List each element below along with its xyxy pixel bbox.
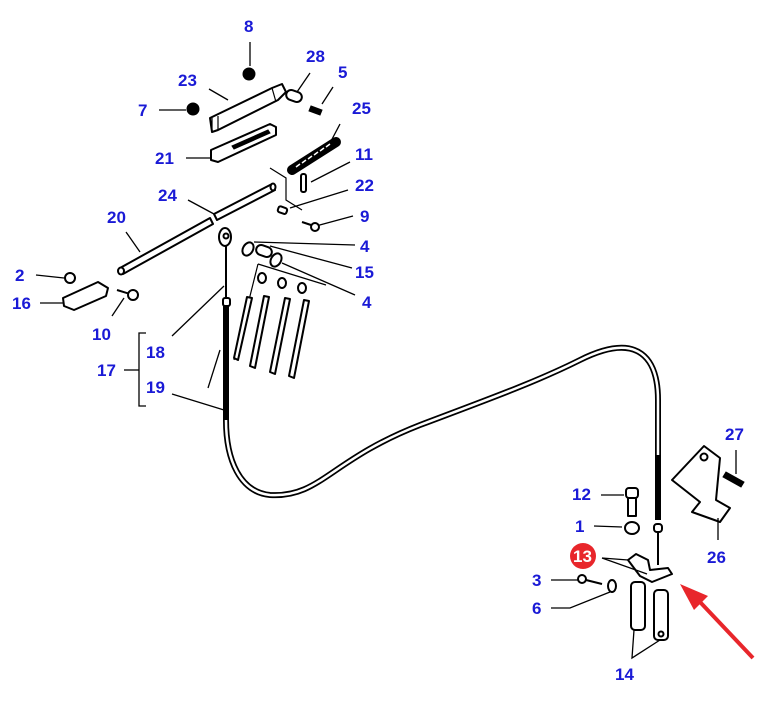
label-20: 20 [107, 208, 126, 227]
part-4-washer-b[interactable] [268, 251, 356, 296]
label-13: 13 [573, 547, 592, 566]
part-28-sleeve[interactable] [285, 72, 311, 104]
label-17: 17 [97, 361, 116, 380]
part-16-clevis[interactable] [40, 281, 109, 311]
label-15: 15 [355, 263, 374, 282]
part-outline [269, 167, 303, 211]
label-16: 16 [12, 294, 31, 313]
part-13-clip[interactable] [601, 553, 673, 583]
label-4b: 4 [362, 293, 372, 312]
part-10-bolt[interactable] [111, 289, 139, 317]
label-14: 14 [615, 665, 634, 684]
part-9-bolt[interactable] [301, 215, 354, 232]
part-8-nut[interactable] [242, 42, 256, 81]
label-2: 2 [15, 266, 24, 285]
label-5: 5 [338, 63, 347, 82]
part-27-bolt[interactable] [722, 450, 745, 488]
label-21: 21 [155, 149, 174, 168]
label-9: 9 [360, 207, 369, 226]
part-2-nut[interactable] [35, 272, 76, 284]
part-12-screw[interactable] [601, 487, 639, 517]
label-27: 27 [725, 425, 744, 444]
label-11: 11 [355, 145, 373, 164]
part-1-nut[interactable] [593, 521, 640, 535]
part-21-rail[interactable] [186, 123, 277, 163]
label-24: 24 [158, 186, 177, 205]
label-23: 23 [178, 71, 197, 90]
label-18: 18 [146, 343, 165, 362]
label-10: 10 [92, 325, 111, 344]
part-4-washer-a[interactable] [240, 240, 356, 257]
part-25-spring[interactable] [287, 123, 341, 175]
label-25: 25 [352, 99, 371, 118]
part-24-shaft[interactable] [187, 182, 277, 221]
part-14-plates[interactable] [630, 581, 669, 660]
part-23-bracket[interactable] [208, 83, 287, 133]
part-17-cable-assembly[interactable] [218, 227, 663, 565]
part-5-screw[interactable] [308, 86, 334, 116]
part-17-bracket [124, 285, 225, 411]
highlighted-label-13[interactable]: 13 [570, 543, 596, 569]
label-3: 3 [532, 571, 541, 590]
pedal-plate [233, 263, 327, 379]
label-8: 8 [244, 17, 253, 36]
part-20-rod[interactable] [117, 217, 214, 276]
part-22-pin[interactable] [276, 189, 349, 215]
label-26: 26 [707, 548, 726, 567]
part-26-bracket[interactable] [671, 445, 731, 540]
label-28: 28 [306, 47, 325, 66]
label-1: 1 [575, 517, 584, 536]
label-19: 19 [146, 378, 165, 397]
part-7-nut[interactable] [159, 102, 200, 116]
part-6-washer[interactable] [551, 579, 617, 609]
highlight-arrow [680, 584, 755, 660]
part-3-bolt[interactable] [551, 574, 603, 585]
part-11-pin[interactable] [300, 161, 351, 193]
label-7: 7 [138, 101, 147, 120]
label-6: 6 [532, 599, 541, 618]
label-4a: 4 [360, 237, 370, 256]
part-15-spacer[interactable] [255, 243, 353, 269]
label-22: 22 [355, 176, 374, 195]
label-12: 12 [572, 485, 591, 504]
